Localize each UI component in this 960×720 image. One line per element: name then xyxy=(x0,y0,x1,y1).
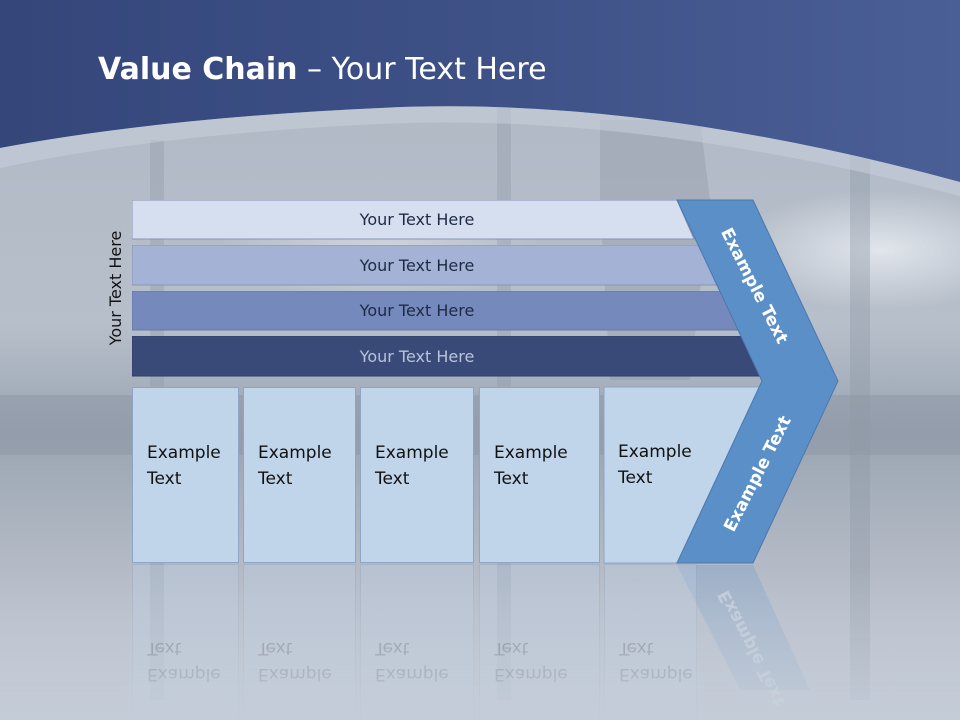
band-3-label: Your Text Here xyxy=(359,301,475,320)
activity-box-4: Example Text xyxy=(479,387,600,563)
activity-5-label: Example Text xyxy=(618,442,692,488)
band-4-label: Your Text Here xyxy=(359,347,475,366)
title-rest: – Your Text Here xyxy=(297,52,547,87)
activity-box-3: Example Text xyxy=(360,387,474,563)
title-bold: Value Chain xyxy=(98,52,298,87)
activity-4-label: Example Text xyxy=(494,443,568,489)
band-2-label: Your Text Here xyxy=(359,256,475,275)
reflection-fade xyxy=(0,564,960,720)
activity-box-1: Example Text xyxy=(132,387,239,563)
slide-title: Value Chain – Your Text Here xyxy=(98,52,547,87)
header-band xyxy=(0,0,960,196)
activity-3-label: Example Text xyxy=(375,443,449,489)
activity-2-label: Example Text xyxy=(258,443,332,489)
band-1-shape xyxy=(132,200,695,240)
activity-1-label: Example Text xyxy=(147,443,221,489)
margin-chevron xyxy=(676,199,839,564)
activity-box-2: Example Text xyxy=(243,387,356,563)
band-1-label: Your Text Here xyxy=(359,210,475,229)
